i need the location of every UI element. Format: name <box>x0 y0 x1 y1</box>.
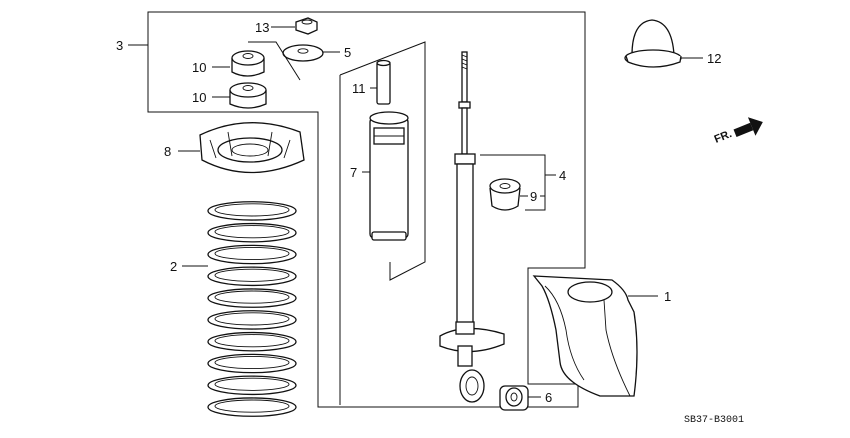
callout-12: 12 <box>707 51 721 66</box>
callout-7: 7 <box>350 165 357 180</box>
group-bracket-3 <box>128 11 586 408</box>
group-bracket-7 <box>339 41 426 405</box>
spring-coil <box>207 353 297 374</box>
part-11-bump-stop <box>376 59 391 105</box>
part-9-bushing <box>489 178 521 211</box>
spring-coil-inner <box>214 290 290 304</box>
spring-coil-inner <box>214 377 290 391</box>
callout-4: 4 <box>559 168 566 183</box>
direction-indicator: FR. <box>713 117 763 146</box>
spring-coil <box>207 266 297 287</box>
part-12-cap <box>624 19 682 68</box>
callout-3: 3 <box>116 38 123 53</box>
spring-coil <box>207 201 297 221</box>
spring-coil-inner <box>214 355 290 370</box>
part-6-lower-bushing <box>499 385 529 411</box>
spring-coil <box>207 244 297 265</box>
spring-coil <box>207 375 297 396</box>
spring-coil-inner <box>214 312 290 326</box>
part-2-coil-spring <box>207 201 297 417</box>
arrow-right-icon <box>733 117 763 137</box>
spring-coil-inner <box>214 268 290 282</box>
callout-8: 8 <box>164 144 171 159</box>
bracket-4 <box>480 154 546 211</box>
spring-coil <box>207 310 297 330</box>
spring-coil-inner <box>214 399 290 413</box>
leader-10-top <box>248 41 301 81</box>
spring-coil-inner <box>214 334 290 348</box>
spring-coil <box>207 331 297 352</box>
part-7-dust-boot <box>369 111 409 241</box>
spring-coil <box>207 222 297 243</box>
callout-6: 6 <box>545 390 552 405</box>
callout-10-upper: 10 <box>192 60 206 75</box>
spring-coil-inner <box>214 203 290 217</box>
part-8-spring-seat <box>199 122 305 174</box>
part-shock-absorber <box>439 51 505 403</box>
callout-13: 13 <box>255 20 269 35</box>
diagram-code: SB37-B3001 <box>684 415 744 426</box>
part-13-nut <box>295 17 318 35</box>
direction-label: FR. <box>713 128 734 146</box>
spring-coil-inner <box>214 246 290 261</box>
part-10-lower-rubber <box>229 82 267 109</box>
callout-1: 1 <box>664 289 671 304</box>
spring-coil <box>207 288 297 308</box>
callout-9: 9 <box>530 189 537 204</box>
part-10-upper-rubber <box>231 50 265 77</box>
callout-2: 2 <box>170 259 177 274</box>
callout-11: 11 <box>352 81 366 96</box>
part-1-bracket-cover <box>532 275 638 397</box>
spring-coil <box>207 397 297 417</box>
part-5-washer <box>282 44 324 62</box>
spring-coil-inner <box>214 225 290 239</box>
callout-10-lower: 10 <box>192 90 206 105</box>
callout-5: 5 <box>344 45 351 60</box>
